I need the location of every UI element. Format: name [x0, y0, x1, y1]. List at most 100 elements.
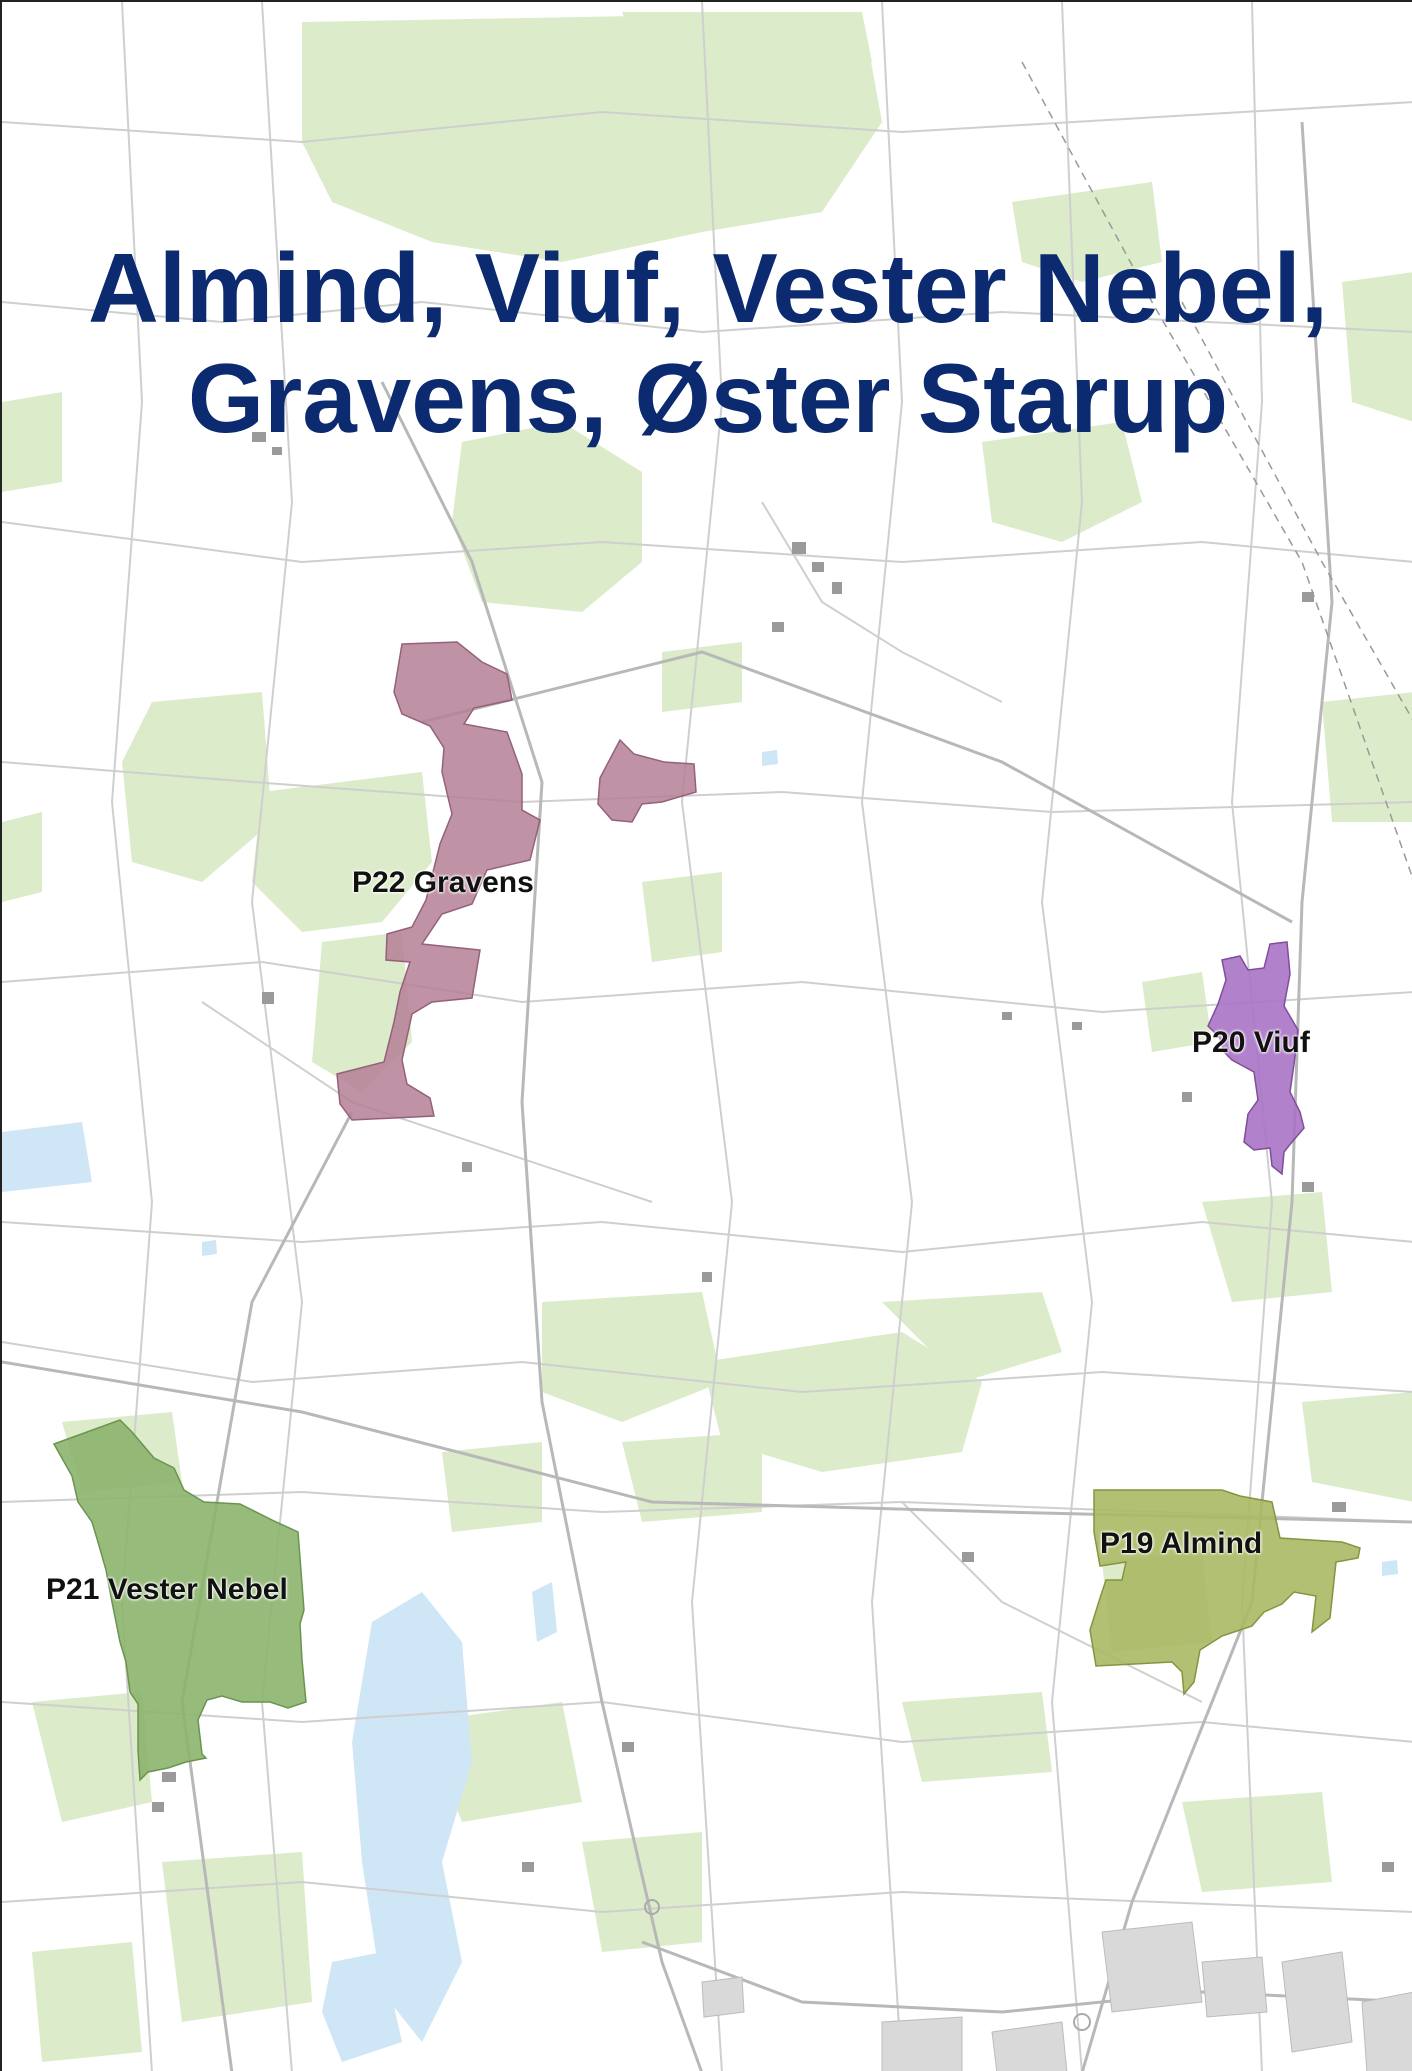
main-road	[1081, 121, 1334, 2071]
forest-area	[702, 1332, 982, 1472]
building	[962, 1552, 974, 1562]
area-label-p22: P22 Gravens	[352, 866, 534, 899]
industrial-block	[1201, 1956, 1268, 2018]
building	[1382, 1862, 1394, 1872]
area-p19-almind[interactable]	[1089, 1489, 1361, 1696]
roundabout	[1073, 2013, 1091, 2031]
industrial-block	[881, 2016, 963, 2071]
rail-line	[1021, 61, 1412, 879]
road	[680, 2, 734, 2071]
building	[252, 432, 266, 442]
forest-area	[442, 1442, 542, 1532]
road	[2, 1700, 1412, 1744]
forest-area	[32, 1692, 152, 1822]
map-title-line-2: Gravens, Øster Starup	[187, 343, 1229, 453]
pond	[202, 1240, 217, 1256]
forest-area	[1012, 182, 1162, 282]
main-road	[641, 1940, 1412, 2014]
industrial-area	[701, 1921, 1412, 2071]
road	[901, 1501, 1203, 1703]
forest-area	[162, 1852, 312, 2022]
forest-area	[882, 1292, 1062, 1382]
building	[272, 447, 282, 455]
industrial-block	[701, 1976, 745, 2018]
roundabout	[644, 1899, 660, 1915]
road	[2, 1880, 1412, 1914]
area-label-p20: P20 Viuf	[1192, 1026, 1310, 1059]
lake	[532, 1582, 557, 1642]
building	[772, 622, 784, 632]
forest-area	[32, 1942, 142, 2062]
industrial-block	[1361, 1991, 1412, 2071]
road	[110, 2, 154, 2071]
building	[152, 1802, 164, 1812]
area-p19-polygon	[1089, 1489, 1361, 1696]
industrial-block	[1281, 1951, 1353, 2053]
forest-area	[1142, 972, 1212, 1052]
pond	[2, 1122, 92, 1192]
forest-area	[542, 1292, 722, 1422]
rail-line	[1181, 301, 1412, 721]
forest-area	[1202, 1192, 1332, 1302]
map-title-line-1: Almind, Viuf, Vester Nebel,	[88, 233, 1328, 343]
forest-area	[452, 422, 642, 612]
building	[812, 562, 824, 572]
industrial-block	[991, 2021, 1068, 2071]
forest-area	[122, 692, 272, 882]
forest-area	[1342, 272, 1412, 422]
road	[860, 2, 914, 2071]
area-p22-main-polygon	[336, 641, 541, 1121]
building	[1002, 1012, 1012, 1020]
building	[1302, 1182, 1314, 1192]
building	[1182, 1092, 1192, 1102]
area-p20-polygon	[1207, 941, 1305, 1176]
building	[522, 1862, 534, 1872]
area-label-p21: P21 Vester Nebel	[46, 1573, 288, 1606]
area-label-p19: P19 Almind	[1100, 1527, 1263, 1560]
building	[792, 542, 806, 554]
forest-area	[1182, 1792, 1332, 1892]
pond	[1382, 1560, 1398, 1576]
area-p21-vester-nebel[interactable]	[52, 1419, 307, 1782]
building	[462, 1162, 472, 1172]
forest-area	[2, 392, 62, 492]
area-p20-viuf[interactable]	[1207, 941, 1305, 1176]
forest-area	[642, 872, 722, 962]
road	[2, 300, 1412, 334]
building	[262, 992, 274, 1004]
main-road	[421, 650, 1293, 924]
forest-area	[1302, 1392, 1412, 1502]
road	[2, 1490, 1412, 1523]
road	[2, 1220, 1412, 1254]
area-p22-east-polygon	[597, 738, 697, 823]
forest-area	[2, 812, 42, 902]
forest-area	[252, 772, 432, 932]
building	[1302, 592, 1314, 602]
lake	[322, 1952, 402, 2062]
forest-area	[622, 1432, 762, 1522]
area-p22-gravens[interactable]	[336, 641, 697, 1121]
road	[2, 101, 1412, 144]
building	[1072, 1022, 1082, 1030]
forest-area	[1322, 692, 1412, 822]
buildings	[152, 432, 1394, 1872]
forest-area	[982, 422, 1142, 542]
main-road	[380, 381, 703, 2071]
building	[832, 582, 842, 594]
road	[1040, 2, 1094, 2071]
water-bodies	[2, 750, 1398, 2062]
road	[201, 1001, 653, 1203]
road	[2, 521, 1412, 564]
building	[162, 1772, 176, 1782]
road	[2, 1341, 1412, 1394]
area-p21-polygon	[52, 1419, 307, 1782]
forest-area	[622, 12, 872, 82]
road	[250, 2, 304, 2071]
lake	[352, 1592, 472, 2042]
pond	[762, 750, 778, 766]
railway	[1021, 61, 1412, 879]
building	[622, 1742, 634, 1752]
